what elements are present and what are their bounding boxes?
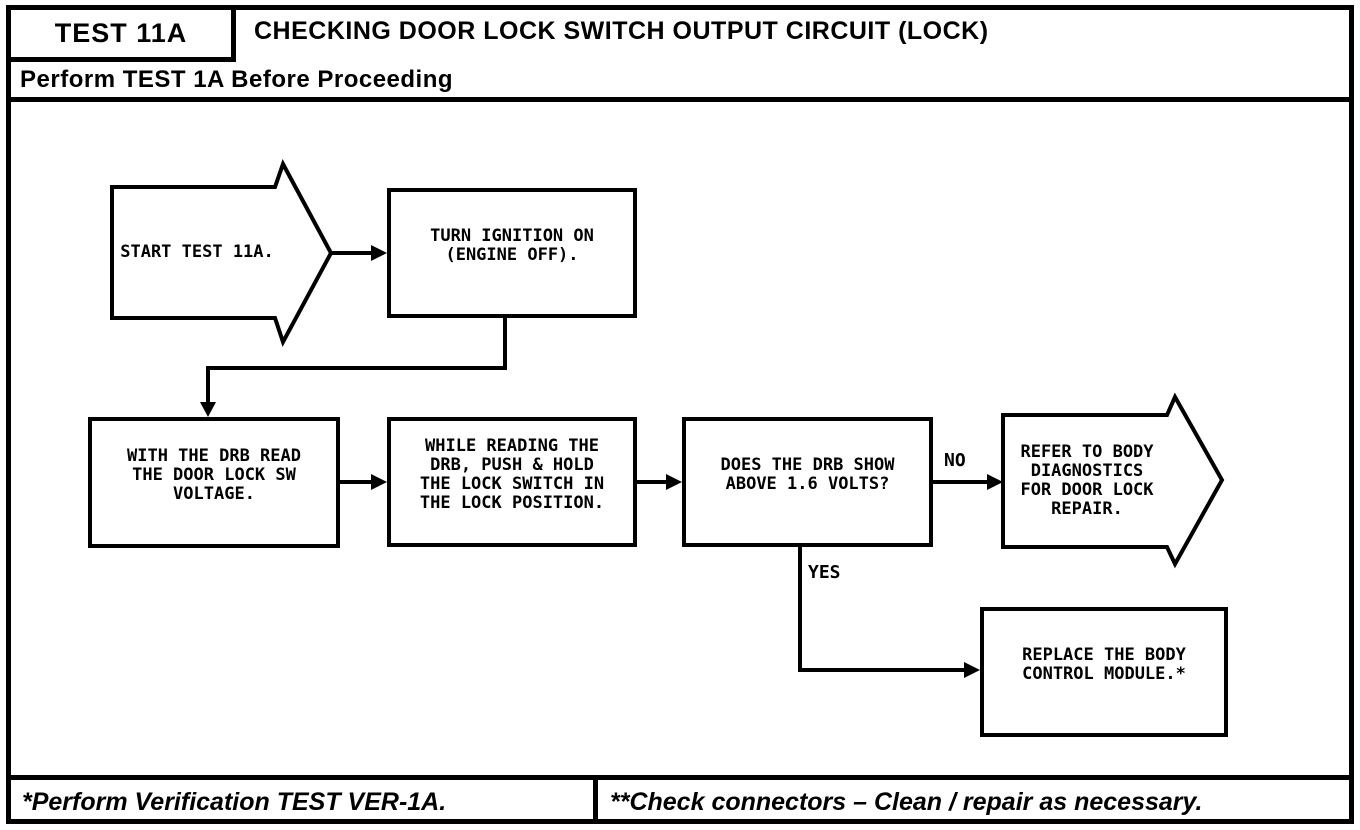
node-line: THE LOCK SWITCH IN [419,474,605,494]
page-subtitle: Perform TEST 1A Before Proceeding [20,66,454,93]
connector-ignition-to-read [206,316,507,406]
node-line: DOES THE DRB SHOW [720,455,895,475]
turn-ignition-node: TURN IGNITION ON (ENGINE OFF). [387,188,637,318]
node-line: WITH THE DRB READ [127,446,301,466]
node-line: DRB, PUSH & HOLD [430,455,594,475]
start-node: START TEST 11A. [112,187,282,318]
refer-body-node: REFER TO BODY DIAGNOSTICS FOR DOOR LOCK … [1003,415,1171,547]
arrowhead-down-icon [200,402,216,417]
node-line: CONTROL MODULE.* [1022,664,1186,684]
connector-yes-branch [798,547,968,672]
page-title: CHECKING DOOR LOCK SWITCH OUTPUT CIRCUIT… [254,17,989,45]
node-line: TURN IGNITION ON [430,226,594,246]
no-branch-label: NO [944,450,966,471]
arrowhead-right-icon [371,474,387,490]
footnote-connectors: **Check connectors – Clean / repair as n… [610,787,1203,816]
test-id-label: TEST 11A [54,18,188,48]
decision-node: DOES THE DRB SHOW ABOVE 1.6 VOLTS? [682,417,933,547]
test-id-box: TEST 11A [6,5,236,62]
node-line: VOLTAGE. [173,484,255,504]
node-line: ABOVE 1.6 VOLTS? [725,474,890,494]
node-line: WHILE READING THE [425,436,599,456]
arrowhead-right-icon [371,245,387,261]
node-line: REPLACE THE BODY [1022,645,1186,665]
arrowhead-right-icon [666,474,682,490]
node-line: REPAIR. [1051,499,1123,519]
replace-bcm-node: REPLACE THE BODY CONTROL MODULE.* [980,607,1228,737]
node-line: (ENGINE OFF). [445,245,579,265]
node-line: THE DOOR LOCK SW [132,465,296,485]
node-line: DIAGNOSTICS [1030,461,1144,481]
footer-divider [6,775,1354,780]
arrowhead-right-icon [987,474,1003,490]
node-line: REFER TO BODY [1020,442,1154,462]
node-line: THE LOCK POSITION. [419,493,605,513]
footnote-verification: *Perform Verification TEST VER-1A. [22,787,447,816]
read-voltage-node: WITH THE DRB READ THE DOOR LOCK SW VOLTA… [88,417,340,548]
refer-banner-shape [1001,392,1225,569]
push-hold-node: WHILE READING THE DRB, PUSH & HOLD THE L… [387,417,637,547]
yes-branch-label: YES [808,562,841,583]
node-line: START TEST 11A. [120,242,274,262]
header-divider [6,97,1354,102]
arrowhead-right-icon [964,662,980,678]
node-line: FOR DOOR LOCK [1020,480,1154,500]
start-banner-shape [110,159,334,348]
footer-cell-divider [593,775,598,824]
